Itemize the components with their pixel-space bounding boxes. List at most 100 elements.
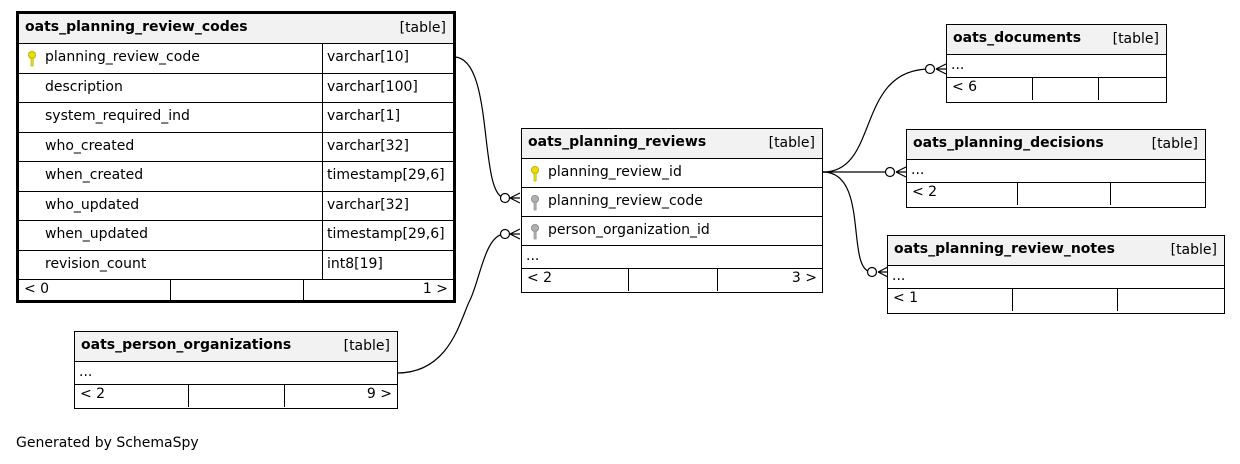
column-name: who_updated (45, 196, 140, 213)
more-columns-row[interactable]: ... (907, 160, 1205, 183)
edge-personorg-to-reviews-crowfoot (509, 228, 521, 240)
edge-codes-to-reviews-end (499, 192, 511, 204)
table-type-tag: [table] (1170, 242, 1217, 258)
table-header: oats_planning_review_codes [table] (19, 14, 453, 44)
column-row[interactable]: revision_count int8[19] (19, 250, 453, 280)
edge-personorg-to-reviews-end (499, 228, 511, 240)
ellipsis: ... (892, 268, 906, 284)
table-header: oats_planning_decisions [table] (907, 130, 1205, 160)
parent-count[interactable]: < 0 (24, 281, 50, 297)
column-name: planning_review_id (548, 164, 682, 180)
child-count[interactable]: 1 > (422, 281, 448, 297)
column-row[interactable]: system_required_ind varchar[1] (19, 103, 453, 133)
more-columns-row[interactable]: ... (947, 55, 1166, 78)
foreign-key-icon (531, 195, 539, 211)
table-planning-reviews[interactable]: oats_planning_reviews [table] planning_r… (521, 128, 823, 293)
column-type: int8[19] (322, 250, 453, 279)
column-name: description (45, 78, 123, 95)
edge-reviews-to-notes-crowfoot (877, 266, 889, 278)
primary-key-icon (28, 51, 36, 67)
footer-divider (1017, 183, 1018, 205)
table-name: oats_planning_review_notes (894, 241, 1115, 257)
footer-divider (1012, 289, 1013, 311)
column-name: planning_review_code (45, 49, 200, 65)
column-row[interactable]: who_created varchar[32] (19, 132, 453, 162)
column-name: planning_review_code (548, 193, 703, 209)
generated-by-label: Generated by SchemaSpy (16, 435, 199, 451)
table-header: oats_person_organizations [table] (75, 332, 397, 362)
column-name: person_organization_id (548, 222, 710, 238)
column-type: varchar[32] (322, 191, 453, 220)
table-type-tag: [table] (768, 135, 815, 151)
footer-divider (717, 269, 718, 291)
ellipsis: ... (79, 364, 93, 380)
edge-reviews-to-documents (822, 68, 931, 173)
column-row[interactable]: person_organization_id (522, 217, 822, 246)
column-row[interactable]: when_updated timestamp[29,6] (19, 221, 453, 251)
table-planning-decisions[interactable]: oats_planning_decisions [table] ... < 2 (906, 129, 1206, 208)
column-row[interactable]: description varchar[100] (19, 73, 453, 103)
child-count[interactable]: 9 > (366, 386, 392, 402)
more-columns-row[interactable]: ... (888, 266, 1224, 289)
foreign-key-icon (531, 224, 539, 240)
table-header: oats_planning_review_notes [table] (888, 236, 1224, 266)
table-name: oats_person_organizations (81, 337, 292, 353)
ellipsis: ... (911, 162, 925, 178)
column-type: varchar[10] (322, 44, 453, 73)
edge-reviews-to-documents-end (924, 63, 936, 75)
ellipsis: ... (526, 248, 540, 264)
edge-reviews-to-notes (822, 171, 873, 273)
table-person-organizations[interactable]: oats_person_organizations [table] ... < … (74, 331, 398, 409)
child-count[interactable]: 3 > (791, 270, 817, 286)
parent-count[interactable]: < 6 (952, 79, 978, 95)
more-columns-row[interactable]: ... (522, 246, 822, 269)
table-planning-review-codes[interactable]: oats_planning_review_codes [table] plann… (16, 11, 456, 303)
footer-divider (1117, 289, 1118, 311)
footer-divider (1110, 183, 1111, 205)
parent-count[interactable]: < 2 (80, 386, 106, 402)
footer-divider (188, 385, 189, 407)
table-name: oats_planning_decisions (913, 135, 1104, 151)
parent-count[interactable]: < 2 (912, 184, 938, 200)
edge-reviews-to-decisions-crowfoot (895, 166, 907, 178)
edge-reviews-to-notes-end (866, 266, 878, 278)
parent-count[interactable]: < 1 (893, 290, 919, 306)
parent-count[interactable]: < 2 (527, 270, 553, 286)
edge-codes-to-reviews-crowfoot (509, 192, 521, 204)
table-footer: < 2 (907, 183, 1205, 205)
table-footer: < 2 3 > (522, 269, 822, 291)
table-type-tag: [table] (343, 338, 390, 354)
column-row[interactable]: planning_review_code varchar[10] (19, 44, 453, 74)
column-name: when_updated (45, 226, 149, 242)
table-type-tag: [table] (1151, 136, 1198, 152)
column-name: when_created (45, 167, 144, 183)
edge-reviews-to-decisions-end (884, 166, 896, 178)
column-row[interactable]: planning_review_id (522, 159, 822, 188)
table-planning-review-notes[interactable]: oats_planning_review_notes [table] ... <… (887, 235, 1225, 314)
table-type-tag: [table] (1112, 31, 1159, 47)
ellipsis: ... (951, 57, 965, 73)
column-type: varchar[100] (322, 73, 453, 102)
table-name: oats_documents (953, 30, 1082, 46)
table-type-tag: [table] (399, 20, 446, 36)
table-documents[interactable]: oats_documents [table] ... < 6 (946, 24, 1167, 103)
column-name: revision_count (45, 255, 147, 272)
edge-personorg-to-reviews (396, 233, 506, 374)
edge-codes-to-reviews (453, 56, 506, 199)
edge-reviews-to-documents-crowfoot (935, 63, 947, 75)
column-row[interactable]: who_updated varchar[32] (19, 191, 453, 221)
column-name: system_required_ind (45, 108, 190, 124)
column-row[interactable]: planning_review_code (522, 188, 822, 217)
table-footer: < 1 (888, 289, 1224, 311)
column-type: timestamp[29,6] (322, 221, 453, 250)
table-header: oats_planning_reviews [table] (522, 129, 822, 159)
column-row[interactable]: when_created timestamp[29,6] (19, 162, 453, 192)
footer-divider (628, 269, 629, 291)
table-name: oats_planning_reviews (528, 134, 707, 150)
column-name: who_created (45, 137, 135, 154)
footer-divider (1098, 78, 1099, 100)
table-footer: < 2 9 > (75, 385, 397, 407)
more-columns-row[interactable]: ... (75, 362, 397, 385)
column-type: varchar[1] (322, 103, 453, 132)
table-footer: < 6 (947, 78, 1166, 100)
